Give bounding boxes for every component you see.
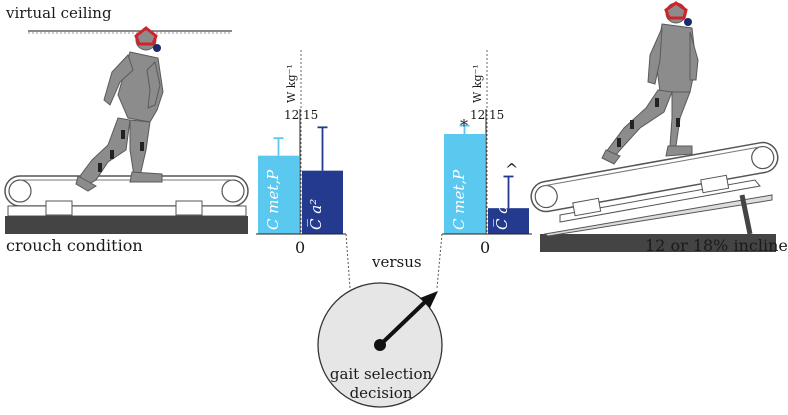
crouch-walker-sensors (98, 130, 144, 172)
left-ca2-bar-label: C̅ a² (307, 198, 325, 230)
left-ca2-bar (302, 170, 343, 234)
left-zero-label: 0 (295, 238, 306, 257)
versus-label: versus (372, 253, 422, 271)
flat-treadmill (4, 175, 249, 234)
right-ca2-bar-label: C̅ a² (493, 198, 511, 230)
crouch-walker-head (134, 26, 161, 52)
incline-walker-figure (601, 23, 699, 165)
left-unit-label: W kg⁻¹ (285, 64, 298, 103)
left-bar-chart (256, 50, 346, 235)
gait-decision-line1: gait selection (329, 365, 433, 383)
right-metabolic-bar-label: C met,P (450, 169, 468, 230)
right-zero-label: 0 (480, 238, 491, 257)
inclined-treadmill (530, 141, 779, 252)
left-metabolic-bar-label: C met,P (264, 169, 282, 230)
crouch-condition-label: crouch condition (6, 236, 143, 255)
incline-condition-label: 12 or 18% incline (645, 236, 788, 255)
gait-decision-line2: decision (349, 384, 413, 402)
left-metabolic-bar (258, 155, 299, 234)
dial-needle-arrowhead (420, 291, 438, 308)
right-metabolic-significance-marker: * (460, 116, 468, 135)
incline-walker-sensors (617, 98, 680, 147)
right-tick-15: 15 (489, 108, 505, 122)
right-ca2-significance-marker: ^ (505, 160, 519, 179)
connector-right (436, 233, 443, 289)
right-metabolic-bar (444, 134, 485, 234)
crouch-walker-figure (75, 51, 164, 192)
right-ca2-bar (488, 208, 529, 234)
left-tick-12: 12 (284, 108, 300, 122)
right-bar-chart (442, 50, 532, 235)
incline-walker-head (664, 1, 692, 26)
dial-pivot (374, 339, 386, 351)
dial-needle (378, 299, 428, 347)
gait-decision-label: gait selection decision (326, 365, 436, 403)
right-unit-label: W kg⁻¹ (471, 64, 484, 103)
left-tick-15: 15 (303, 108, 319, 122)
connector-left (345, 233, 351, 289)
virtual-ceiling-label: virtual ceiling (6, 4, 112, 22)
right-tick-12: 12 (470, 108, 486, 122)
